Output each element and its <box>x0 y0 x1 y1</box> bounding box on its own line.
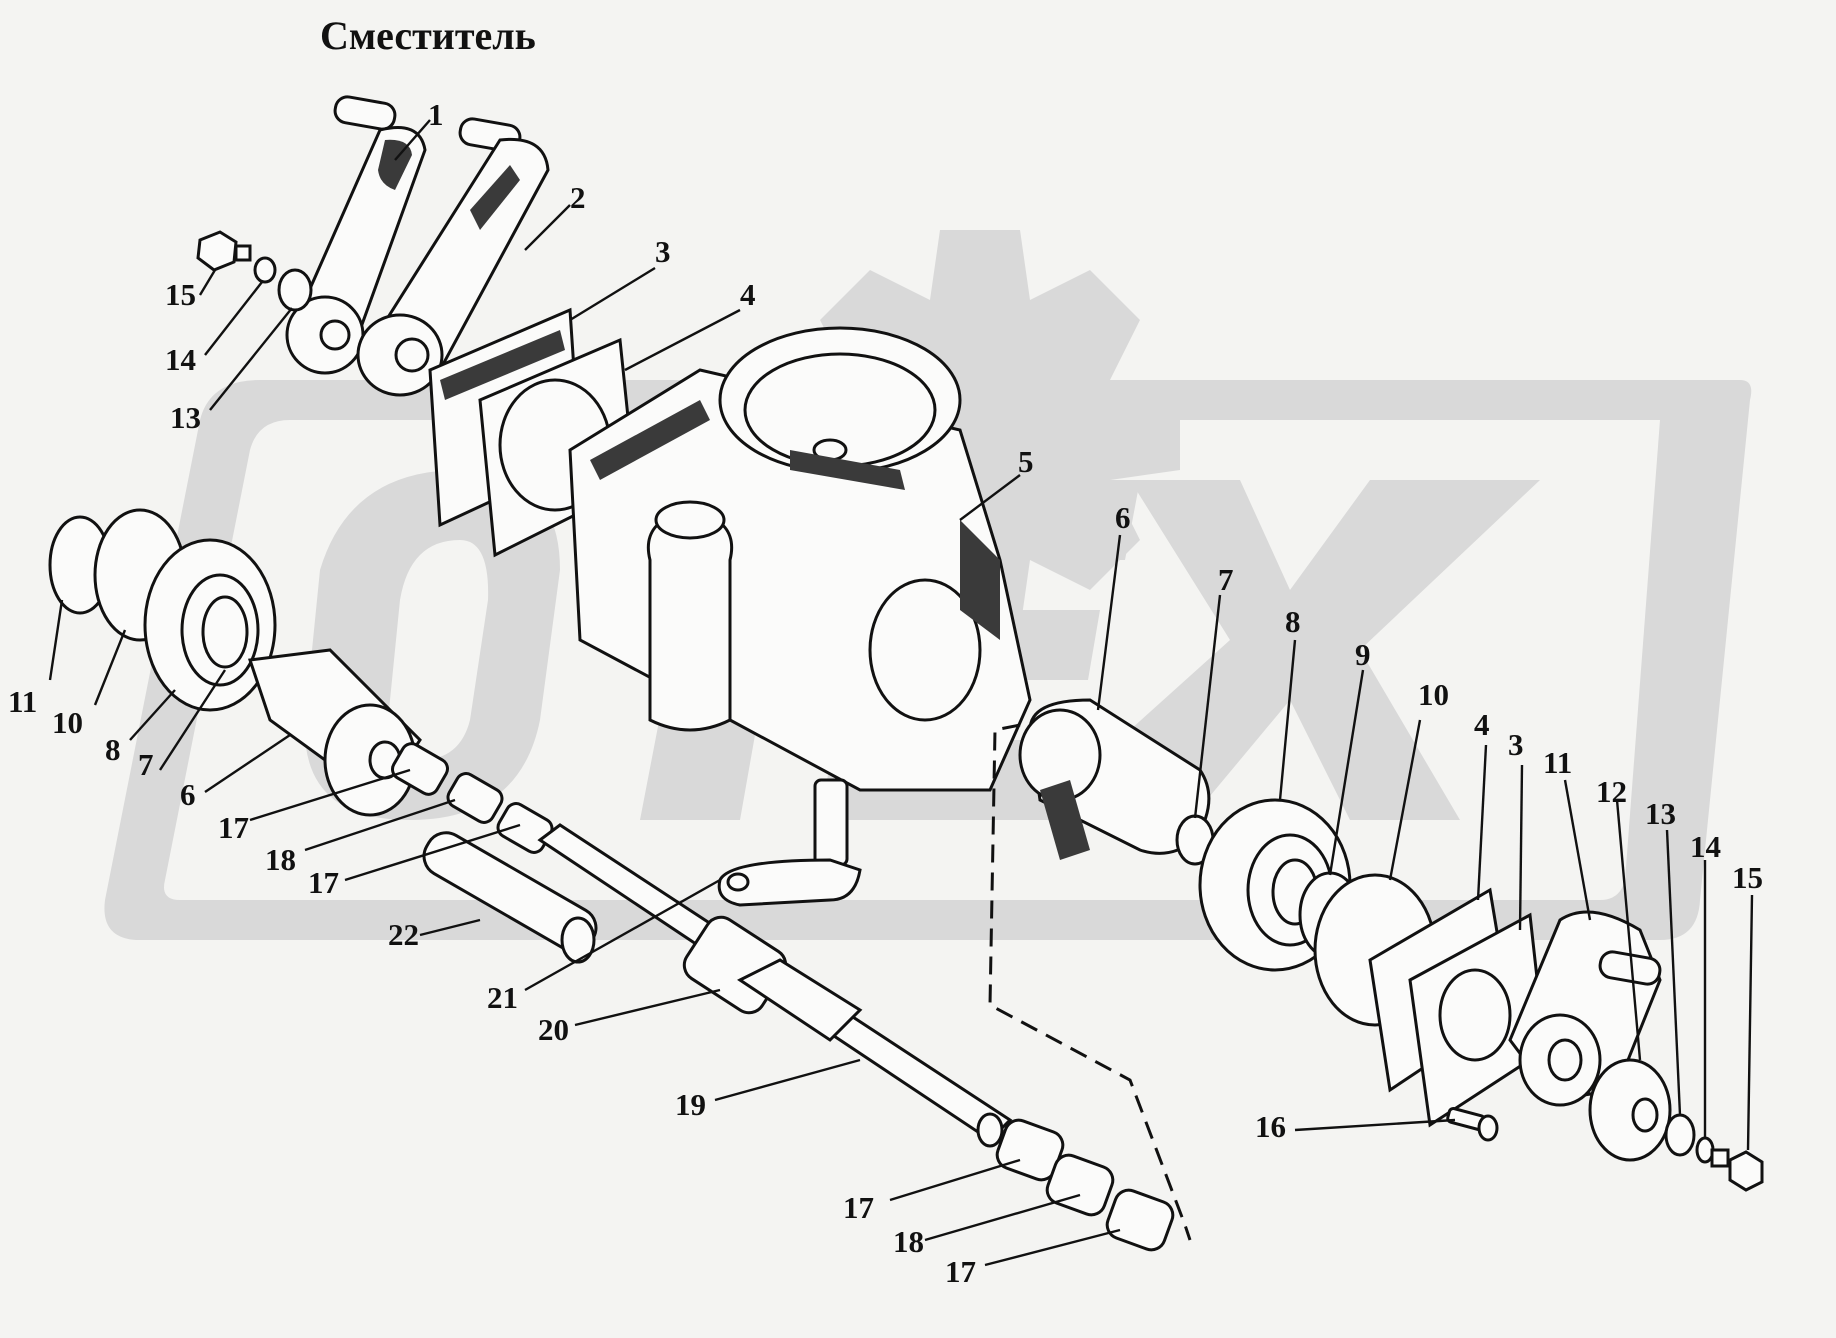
callout-17-bottom-a: 17 <box>843 1190 874 1225</box>
callout-15-left: 15 <box>165 277 196 312</box>
callout-12: 12 <box>1596 774 1627 809</box>
callout-labels: 1 2 3 4 5 6 7 8 9 10 4 3 11 12 13 14 15 … <box>8 97 1763 1289</box>
callout-2: 2 <box>570 180 586 215</box>
sleeve-22 <box>422 831 598 964</box>
callout-18-left: 18 <box>265 842 296 877</box>
callout-22: 22 <box>388 917 419 952</box>
callout-5: 5 <box>1018 444 1034 479</box>
leader-lines <box>48 119 1754 1267</box>
shaft-6-left <box>247 648 422 817</box>
alignment-dashed-line <box>988 723 1192 1241</box>
callout-14-left: 14 <box>165 342 196 377</box>
lever-11-right <box>1508 910 1662 1107</box>
callout-10-left: 10 <box>52 705 83 740</box>
cover-plate-3-right <box>1408 912 1547 1128</box>
callout-16: 16 <box>1255 1109 1286 1144</box>
washer-13-left <box>277 268 313 312</box>
callout-11-left: 11 <box>8 684 37 719</box>
callout-14-right: 14 <box>1690 829 1721 864</box>
housing-5 <box>568 326 1032 792</box>
callout-4-right: 4 <box>1474 707 1490 742</box>
washer-14-left <box>253 256 277 284</box>
watermark-letter-x <box>1030 480 1540 820</box>
lever-2 <box>356 117 550 397</box>
bearing-8-left <box>143 538 277 712</box>
gear-6-right <box>1018 698 1211 860</box>
callout-7-right: 7 <box>1218 562 1234 597</box>
shift-fork-21 <box>717 778 862 907</box>
callout-15-right: 15 <box>1732 860 1763 895</box>
callout-3-right: 3 <box>1508 727 1524 762</box>
nut-15-left <box>196 230 252 272</box>
diagram-title: Сместитель <box>320 13 536 58</box>
bearing-17-left-b <box>496 802 554 854</box>
callout-13-right: 13 <box>1645 796 1676 831</box>
callout-8-left: 8 <box>105 732 121 767</box>
bearing-17-bottom-b <box>1105 1188 1175 1252</box>
callout-6-left: 6 <box>180 777 196 812</box>
bolt-16 <box>1446 1106 1499 1142</box>
callout-17-left-a: 17 <box>218 810 249 845</box>
hub-12 <box>1588 1058 1672 1162</box>
callout-3: 3 <box>655 234 671 269</box>
washer-13-right <box>1664 1113 1696 1157</box>
callout-8-right: 8 <box>1285 604 1301 639</box>
callout-18-bottom: 18 <box>893 1224 924 1259</box>
callout-17-left-b: 17 <box>308 865 339 900</box>
callout-6-right: 6 <box>1115 500 1131 535</box>
nut-15-right <box>1710 1148 1764 1192</box>
callout-4: 4 <box>740 277 756 312</box>
shaft-19 <box>537 823 1013 1148</box>
bearing-18-left <box>446 772 504 824</box>
callout-10-right: 10 <box>1418 677 1449 712</box>
lever-1 <box>285 95 427 375</box>
callout-17-bottom-b: 17 <box>945 1254 976 1289</box>
callout-19: 19 <box>675 1087 706 1122</box>
callout-20: 20 <box>538 1012 569 1047</box>
callout-7-left: 7 <box>138 747 154 782</box>
callout-1: 1 <box>428 97 444 132</box>
callout-11-right: 11 <box>1543 745 1572 780</box>
callout-21: 21 <box>487 980 518 1015</box>
callout-9: 9 <box>1355 637 1371 672</box>
callout-13-left: 13 <box>170 400 201 435</box>
bearing-17-left-a <box>391 742 449 796</box>
